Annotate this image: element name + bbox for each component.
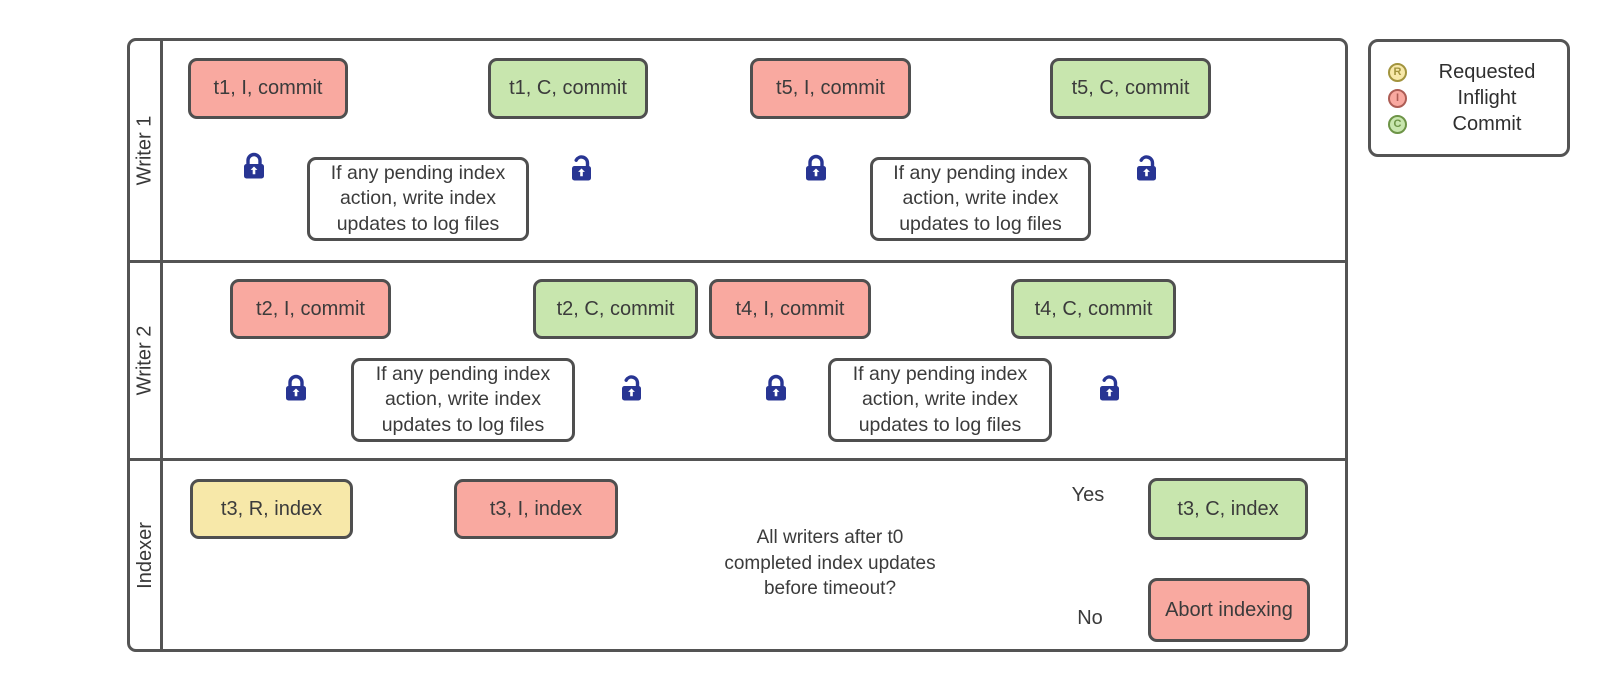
lane-writer-2-label: Writer 2 — [133, 325, 156, 396]
node-t2-commit: t2, C, commit — [533, 279, 698, 339]
lock-open-icon — [1137, 155, 1156, 181]
legend-item-inflight: I Inflight — [1371, 85, 1567, 111]
action-box-writer1-b: If any pending index action, write index… — [870, 157, 1091, 241]
lock-closed-icon — [244, 152, 264, 179]
node-abort-indexing: Abort indexing — [1148, 578, 1310, 642]
commit-state-icon: C — [1388, 114, 1407, 134]
legend-label-commit: Commit — [1452, 112, 1522, 135]
node-t3-inflight: t3, I, index — [454, 479, 618, 539]
lane-indexer: Indexer — [130, 461, 160, 649]
action-box-writer2-a: If any pending index action, write index… — [351, 358, 575, 442]
node-t4-inflight: t4, I, commit — [709, 279, 871, 339]
inflight-state-icon: I — [1388, 88, 1407, 108]
lane-divider-1 — [130, 260, 1345, 263]
legend-label-inflight: Inflight — [1457, 86, 1517, 109]
lock-open-icon — [622, 375, 641, 401]
legend-label-requested: Requested — [1438, 60, 1536, 83]
lane-indexer-label: Indexer — [133, 521, 156, 589]
lane-divider-2 — [130, 458, 1345, 461]
node-t5-commit: t5, C, commit — [1050, 58, 1211, 119]
lock-open-icon — [572, 155, 591, 181]
node-t5-inflight: t5, I, commit — [750, 58, 911, 119]
lane-writer-1: Writer 1 — [130, 41, 160, 260]
lock-closed-icon — [286, 374, 306, 401]
no-label: No — [1077, 607, 1103, 629]
action-box-writer1-a: If any pending index action, write index… — [307, 157, 529, 241]
node-t1-commit: t1, C, commit — [488, 58, 648, 119]
requested-state-icon: R — [1388, 62, 1407, 82]
swimlane-container: Writer 1 Writer 2 Indexer — [127, 38, 1348, 652]
lock-closed-icon — [806, 154, 826, 181]
lane-writer-1-label: Writer 1 — [133, 115, 156, 186]
lock-open-icon — [1100, 375, 1119, 401]
legend-item-requested: R Requested — [1371, 59, 1567, 85]
legend: R Requested I Inflight C Commit — [1368, 39, 1570, 157]
node-t2-inflight: t2, I, commit — [230, 279, 391, 339]
legend-item-commit: C Commit — [1371, 111, 1567, 137]
decision-question: All writers after t0 completed index upd… — [724, 527, 936, 600]
node-t3-commit: t3, C, index — [1148, 478, 1308, 540]
action-box-writer2-b: If any pending index action, write index… — [828, 358, 1052, 442]
node-t4-commit: t4, C, commit — [1011, 279, 1176, 339]
node-t3-requested: t3, R, index — [190, 479, 353, 539]
node-t1-inflight: t1, I, commit — [188, 58, 348, 119]
lane-label-separator — [160, 41, 163, 649]
lock-closed-icon — [766, 374, 786, 401]
yes-label: Yes — [1071, 484, 1105, 506]
lane-writer-2: Writer 2 — [130, 263, 160, 458]
